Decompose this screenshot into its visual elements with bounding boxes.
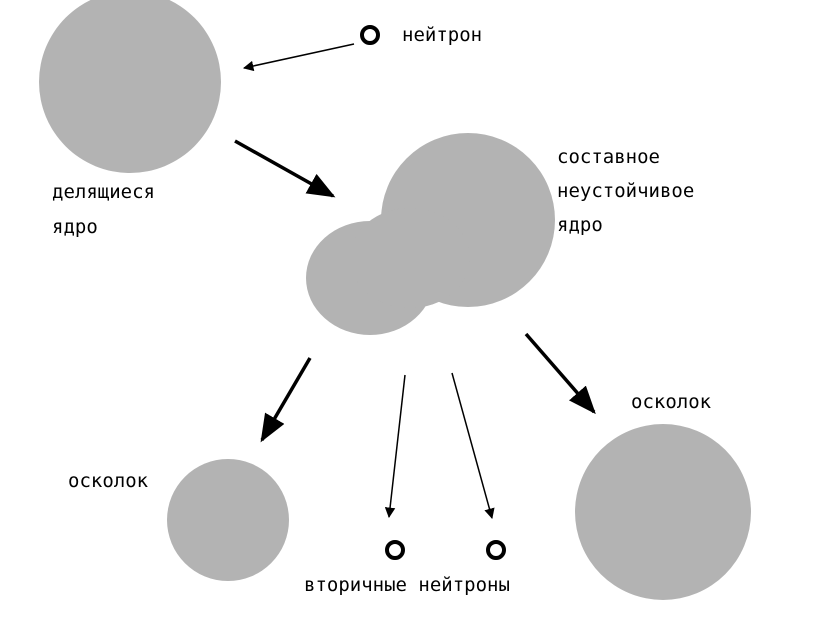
compound-nucleus-label-line1: составное bbox=[557, 146, 660, 168]
incoming-neutron bbox=[360, 25, 380, 45]
secondary-neutron-2 bbox=[486, 540, 506, 560]
left-fragment-label: осколок bbox=[68, 470, 149, 492]
arrow-to-right-fragment bbox=[524, 332, 596, 415]
arrow-to-left-fragment bbox=[260, 357, 312, 443]
right-fragment-label: осколок bbox=[631, 391, 712, 413]
compound-nucleus bbox=[306, 133, 555, 335]
arrow-to-compound bbox=[234, 139, 336, 198]
arrow-to-secondary-neutron-1 bbox=[384, 374, 406, 519]
left-fragment bbox=[167, 459, 289, 581]
fissile-nucleus bbox=[39, 0, 221, 173]
secondary-neutrons-label: вторичные нейтроны bbox=[304, 574, 510, 596]
secondary-neutron-1 bbox=[385, 540, 405, 560]
compound-nucleus-label-line2: неустойчивое bbox=[557, 180, 695, 202]
neutron-arrow bbox=[242, 43, 355, 72]
compound-nucleus-label-line3: ядро bbox=[557, 214, 603, 236]
fissile-nucleus-label-line1: делящиеся bbox=[52, 181, 155, 203]
arrow-to-secondary-neutron-2 bbox=[451, 372, 495, 520]
neutron-label: нейтрон bbox=[402, 24, 483, 46]
right-fragment bbox=[575, 424, 751, 600]
fissile-nucleus-label-line2: ядро bbox=[52, 216, 98, 238]
